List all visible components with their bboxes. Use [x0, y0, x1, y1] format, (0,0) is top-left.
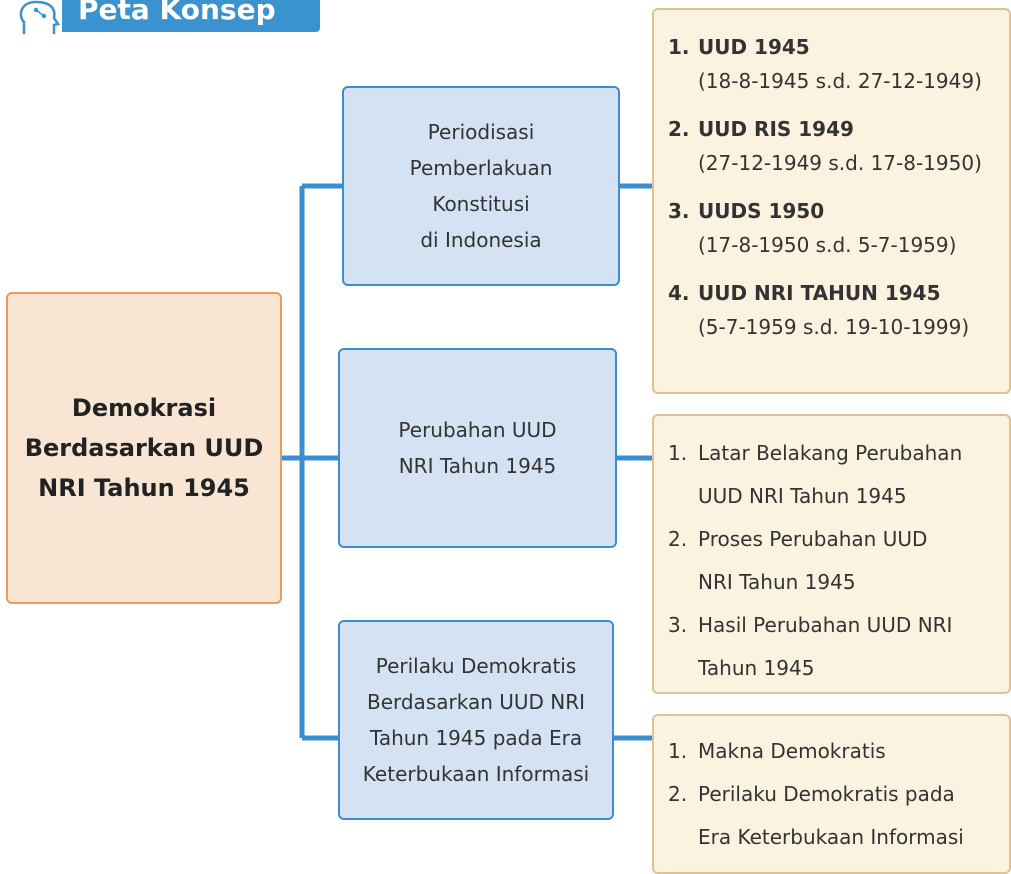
list-item: 1. Latar Belakang Perubahan UUD NRI Tahu…: [668, 432, 1009, 518]
root-line: Berdasarkan UUD: [24, 434, 264, 462]
root-line: Demokrasi: [71, 394, 217, 422]
constitution-item: 3. UUDS 1950 (17-8-1950 s.d. 5-7-1959): [668, 194, 1009, 262]
item-text: Hasil Perubahan UUD NRI: [698, 613, 953, 637]
constitution-period: (27-12-1949 s.d. 17-8-1950): [698, 151, 982, 175]
list-item: 2. Proses Perubahan UUD NRI Tahun 1945: [668, 518, 1009, 604]
detail-box-perubahan: 1. Latar Belakang Perubahan UUD NRI Tahu…: [652, 414, 1011, 694]
list-item: 3. Hasil Perubahan UUD NRI Tahun 1945: [668, 604, 1009, 690]
item-number: 1.: [668, 35, 690, 59]
list-item: 2. Perilaku Demokratis pada Era Keterbuk…: [668, 773, 1009, 859]
branch-label-line: NRI Tahun 1945: [398, 454, 557, 478]
item-number: 2.: [668, 117, 690, 141]
constitution-period: (18-8-1945 s.d. 27-12-1949): [698, 69, 982, 93]
item-text: Perilaku Demokratis pada: [698, 782, 955, 806]
constitution-title: UUD RIS 1949: [698, 117, 854, 141]
branch-label-line: Pemberlakuan: [409, 156, 553, 180]
list-item: 1. Makna Demokratis: [668, 730, 1009, 773]
head-network-icon: [19, 0, 61, 34]
constitution-item: 2. UUD RIS 1949 (27-12-1949 s.d. 17-8-19…: [668, 112, 1009, 180]
constitution-item: 1. UUD 1945 (18-8-1945 s.d. 27-12-1949): [668, 30, 1009, 98]
item-number: 3.: [668, 199, 690, 223]
detail-box-perilaku: 1. Makna Demokratis 2. Perilaku Demokrat…: [652, 714, 1011, 874]
branch-label-line: Konstitusi: [432, 192, 530, 216]
constitution-title: UUD NRI TAHUN 1945: [698, 281, 941, 305]
item-number: 2.: [668, 527, 688, 551]
item-text: Latar Belakang Perubahan: [698, 441, 963, 465]
constitution-period: (17-8-1950 s.d. 5-7-1959): [698, 233, 957, 257]
branch-label-line: Keterbukaan Informasi: [362, 762, 590, 786]
title-banner: [62, 0, 320, 32]
branch-label-line: di Indonesia: [420, 228, 542, 252]
branch-label-line: Periodisasi: [427, 120, 535, 144]
item-text: UUD NRI Tahun 1945: [698, 484, 907, 508]
item-text: Tahun 1945: [698, 656, 815, 680]
constitution-title: UUD 1945: [698, 35, 810, 59]
branch-node-perilaku: Perilaku Demokratis Berdasarkan UUD NRI …: [338, 620, 614, 820]
constitution-period: (5-7-1959 s.d. 19-10-1999): [698, 315, 970, 339]
branch-label-line: Tahun 1945 pada Era: [369, 726, 583, 750]
constitution-item: 4. UUD NRI TAHUN 1945 (5-7-1959 s.d. 19-…: [668, 276, 1009, 344]
page-title: Peta Konsep: [78, 0, 276, 26]
item-text: Era Keterbukaan Informasi: [698, 825, 964, 849]
item-number: 3.: [668, 613, 688, 637]
branch-label-line: Perilaku Demokratis: [375, 654, 577, 678]
item-number: 1.: [668, 441, 688, 465]
branch-label-line: Perubahan UUD: [398, 418, 557, 442]
item-text: Makna Demokratis: [698, 739, 886, 763]
item-text: NRI Tahun 1945: [698, 570, 856, 594]
root-node: Demokrasi Berdasarkan UUD NRI Tahun 1945: [6, 292, 282, 604]
branch-node-periodisasi: Periodisasi Pemberlakuan Konstitusi di I…: [342, 86, 620, 286]
detail-box-periodisasi: 1. UUD 1945 (18-8-1945 s.d. 27-12-1949) …: [652, 8, 1011, 394]
item-number: 4.: [668, 281, 690, 305]
root-line: NRI Tahun 1945: [38, 474, 250, 502]
item-number: 1.: [668, 739, 688, 763]
item-text: Proses Perubahan UUD: [698, 527, 928, 551]
constitution-title: UUDS 1950: [698, 199, 825, 223]
item-number: 2.: [668, 782, 688, 806]
branch-node-perubahan: Perubahan UUD NRI Tahun 1945: [338, 348, 617, 548]
branch-label-line: Berdasarkan UUD NRI: [366, 690, 586, 714]
